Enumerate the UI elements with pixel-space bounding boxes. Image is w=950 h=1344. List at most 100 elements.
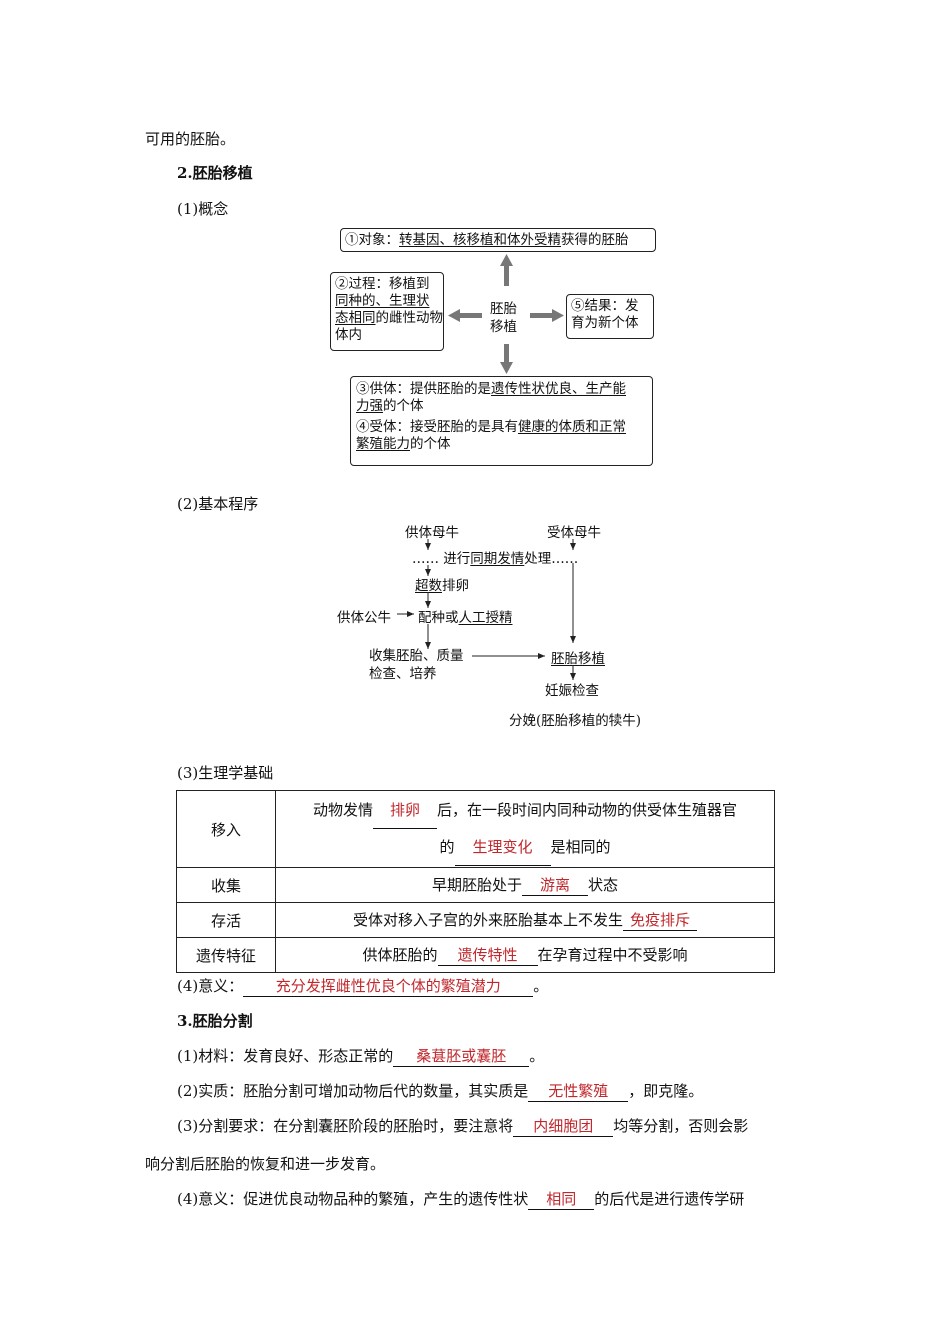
cell-text: 在孕育过程中不受影响	[537, 946, 688, 964]
donor-suffix: 的个体	[383, 398, 424, 414]
result-label: ⑤结果：发	[571, 298, 639, 314]
cell-text: 的	[439, 838, 455, 856]
punctuation: 。	[529, 1047, 545, 1065]
object-box: ①对象：转基因、核移植和体外受精获得的胚胎	[340, 228, 656, 252]
answer-fill: 桑葚胚或囊胚	[393, 1045, 530, 1067]
answer-fill: 内细胞团	[513, 1115, 614, 1137]
dots: ……	[412, 551, 439, 567]
process-fill: 态相同	[335, 310, 376, 326]
answer-fill: 生理变化	[454, 829, 551, 866]
process-suffix: 的雌性动物体内	[335, 310, 443, 343]
answer-fill: 游离	[522, 874, 588, 896]
donor-cow: 供体母牛	[405, 525, 459, 541]
recipient-label: ④受体：接受胚胎的是具有	[356, 419, 518, 435]
cell-text: 状态	[588, 876, 619, 894]
subheading: (2)基本程序	[177, 495, 259, 513]
sync-step: …… 进行同期发情处理……	[412, 547, 578, 567]
row-label: 收集	[176, 867, 276, 903]
row-label: 移入	[176, 790, 276, 868]
birth-step: 分娩(胚胎移植的犊牛)	[509, 713, 642, 729]
row-content: 早期胚胎处于游离状态	[275, 867, 775, 903]
mating-fill: 人工授精	[458, 610, 513, 626]
object-fill: 转基因、核移植和体外受精	[399, 232, 561, 248]
result-box: ⑤结果：发 育为新个体	[566, 294, 654, 339]
row-label: 遗传特征	[176, 937, 276, 973]
sync-prefix: 进行	[443, 551, 471, 567]
answer-fill: 相同	[528, 1188, 595, 1210]
arrow-left-icon	[448, 309, 482, 322]
significance-label: (4)意义：	[177, 977, 244, 995]
sync-suffix: 处理……	[524, 551, 579, 567]
subheading: (3)生理学基础	[177, 764, 274, 782]
requirement-line: (3)分割要求：在分割囊胚阶段的胚胎时，要注意将内细胞团均等分割，否则会影	[177, 1115, 748, 1137]
transfer-fill: 胚胎移植	[551, 651, 605, 667]
donor-bull: 供体公牛	[337, 610, 391, 626]
process-label: ②过程：移植到	[335, 276, 430, 292]
collect-line: 检查、培养	[369, 666, 437, 682]
process-box: ②过程：移植到 同种的、生理状 态相同的雌性动物体内	[330, 272, 444, 351]
collect-line: 收集胚胎、质量	[369, 648, 464, 664]
cell-text: 后，在一段时间内同种动物的供受体生殖器官	[437, 801, 738, 819]
recipient-fill: 繁殖能力	[356, 436, 410, 452]
recipient-cow: 受体母牛	[547, 525, 601, 541]
punctuation: 。	[533, 977, 549, 995]
pregnancy-check: 妊娠检查	[545, 683, 599, 699]
significance-line: (4)意义：促进优良动物品种的繁殖，产生的遗传性状相同的后代是进行遗传学研	[177, 1188, 744, 1210]
flow-arrows	[397, 539, 576, 680]
row-label: 存活	[176, 902, 276, 938]
requirement-line-2: 响分割后胚胎的恢复和进一步发育。	[145, 1155, 386, 1173]
answer-fill: 排卵	[373, 792, 437, 829]
text: ，即克隆。	[628, 1082, 704, 1100]
process-fill: 同种的、生理状	[335, 293, 430, 309]
center-label: 胚胎 移植	[490, 300, 517, 336]
arrow-down-icon	[500, 344, 513, 374]
object-suffix: 获得的胚胎	[561, 232, 629, 248]
donor-fill: 遗传性状优良、生产能	[491, 381, 626, 397]
cell-text: 是相同的	[550, 838, 611, 856]
donor-label: ③供体：提供胚胎的是	[356, 381, 491, 397]
center-label-line: 胚胎	[490, 301, 517, 317]
sync-fill: 同期发情	[470, 551, 525, 567]
concept-arrows	[448, 254, 564, 374]
superov-fill: 超数	[415, 578, 442, 594]
row-content: 动物发情排卵后，在一段时间内同种动物的供受体生殖器官 的生理变化是相同的	[275, 790, 775, 868]
donor-fill: 力强	[356, 398, 383, 414]
recipient-fill: 健康的体质和正常	[518, 419, 626, 435]
essence-line: (2)实质：胚胎分割可增加动物后代的数量，其实质是无性繁殖，即克隆。	[177, 1080, 703, 1102]
answer-fill: 免疫排斥	[623, 909, 697, 931]
material-line: (1)材料：发育良好、形态正常的桑葚胚或囊胚。	[177, 1045, 544, 1067]
text-line: 可用的胚胎。	[145, 130, 236, 148]
text: 的后代是进行遗传学研	[594, 1190, 745, 1208]
cell-text: 早期胚胎处于	[431, 876, 522, 894]
physiology-table: 移入 动物发情排卵后，在一段时间内同种动物的供受体生殖器官 的生理变化是相同的 …	[176, 790, 775, 973]
object-label: ①对象：	[345, 232, 399, 248]
recipient-suffix: 的个体	[410, 436, 451, 452]
text: (3)分割要求：在分割囊胚阶段的胚胎时，要注意将	[177, 1117, 514, 1135]
text: (4)意义：促进优良动物品种的繁殖，产生的遗传性状	[177, 1190, 529, 1208]
result-label: 育为新个体	[571, 315, 639, 331]
arrow-right-icon	[530, 309, 564, 322]
cell-text: 受体对移入子宫的外来胚胎基本上不发生	[352, 911, 623, 929]
section-heading: 3.胚胎分割	[177, 1012, 253, 1030]
significance-line: (4)意义：充分发挥雌性优良个体的繁殖潜力。	[177, 975, 548, 997]
arrow-up-icon	[500, 254, 513, 286]
center-label-line: 移植	[490, 319, 517, 335]
collect-step: 收集胚胎、质量 检查、培养	[369, 647, 464, 683]
text: (2)实质：胚胎分割可增加动物后代的数量，其实质是	[177, 1082, 529, 1100]
table-row: 存活 受体对移入子宫的外来胚胎基本上不发生免疫排斥	[176, 902, 775, 938]
table-row: 收集 早期胚胎处于游离状态	[176, 867, 775, 903]
cell-text: 供体胚胎的	[362, 946, 438, 964]
table-row: 移入 动物发情排卵后，在一段时间内同种动物的供受体生殖器官 的生理变化是相同的	[176, 790, 775, 868]
answer-fill: 充分发挥雌性优良个体的繁殖潜力	[243, 975, 534, 997]
text: 均等分割，否则会影	[613, 1117, 749, 1135]
answer-fill: 遗传特性	[437, 944, 538, 966]
mating-prefix: 配种或	[418, 610, 459, 626]
transfer-step: 胚胎移植	[551, 647, 605, 667]
text: (1)材料：发育良好、形态正常的	[177, 1047, 394, 1065]
answer-fill: 无性繁殖	[528, 1080, 629, 1102]
row-content: 受体对移入子宫的外来胚胎基本上不发生免疫排斥	[275, 902, 775, 938]
table-row: 遗传特征 供体胚胎的遗传特性在孕育过程中不受影响	[176, 937, 775, 973]
donor-recipient-box: ③供体：提供胚胎的是遗传性状优良、生产能 力强的个体 ④受体：接受胚胎的是具有健…	[350, 376, 653, 466]
row-content: 供体胚胎的遗传特性在孕育过程中不受影响	[275, 937, 775, 973]
superovulation-step: 超数排卵	[415, 574, 469, 594]
